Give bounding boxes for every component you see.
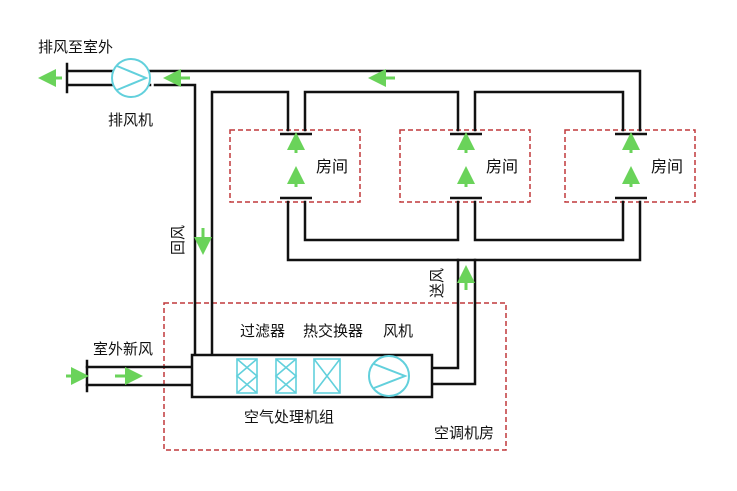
room-box-2 <box>399 129 531 203</box>
heat-exchanger-icon <box>313 358 341 394</box>
filter-icon <box>235 358 259 394</box>
exhaust-duct-top <box>148 69 642 132</box>
fan-label: 风机 <box>383 322 414 340</box>
supply-air-label: 送风 <box>428 267 446 298</box>
heat-exchanger-label: 热交换器 <box>303 322 364 340</box>
exhaust-fan-icon <box>111 58 151 98</box>
exhaust-to-outside-label: 排风至室外 <box>38 38 114 56</box>
supply-branch-inner-2 <box>473 200 625 242</box>
room-label-1: 房间 <box>316 157 349 176</box>
arrow-icon <box>38 69 640 385</box>
return-branch-1 <box>303 90 460 132</box>
return-branch-2 <box>473 90 625 132</box>
ahu-label: 空气处理机组 <box>244 408 335 426</box>
room-label-3: 房间 <box>651 157 684 176</box>
fresh-air-label: 室外新风 <box>93 340 154 358</box>
room-box-1 <box>229 129 361 203</box>
supply-branch-inner <box>303 200 460 242</box>
exhaust-fan-label: 排风机 <box>108 111 154 129</box>
supply-duct-outer <box>286 200 642 262</box>
supply-riser-2 <box>430 258 477 386</box>
machine-room-boundary <box>163 302 507 451</box>
room-box-3 <box>564 129 696 203</box>
fan-icon <box>368 355 410 397</box>
room-label-2: 房间 <box>486 157 519 176</box>
machine-room-label: 空调机房 <box>434 424 495 442</box>
return-duct-outer <box>210 90 290 365</box>
filter-icon-2 <box>274 358 298 394</box>
return-air-label: 回风 <box>169 224 187 255</box>
filter-label: 过滤器 <box>240 322 286 340</box>
supply-riser-1 <box>430 258 460 370</box>
